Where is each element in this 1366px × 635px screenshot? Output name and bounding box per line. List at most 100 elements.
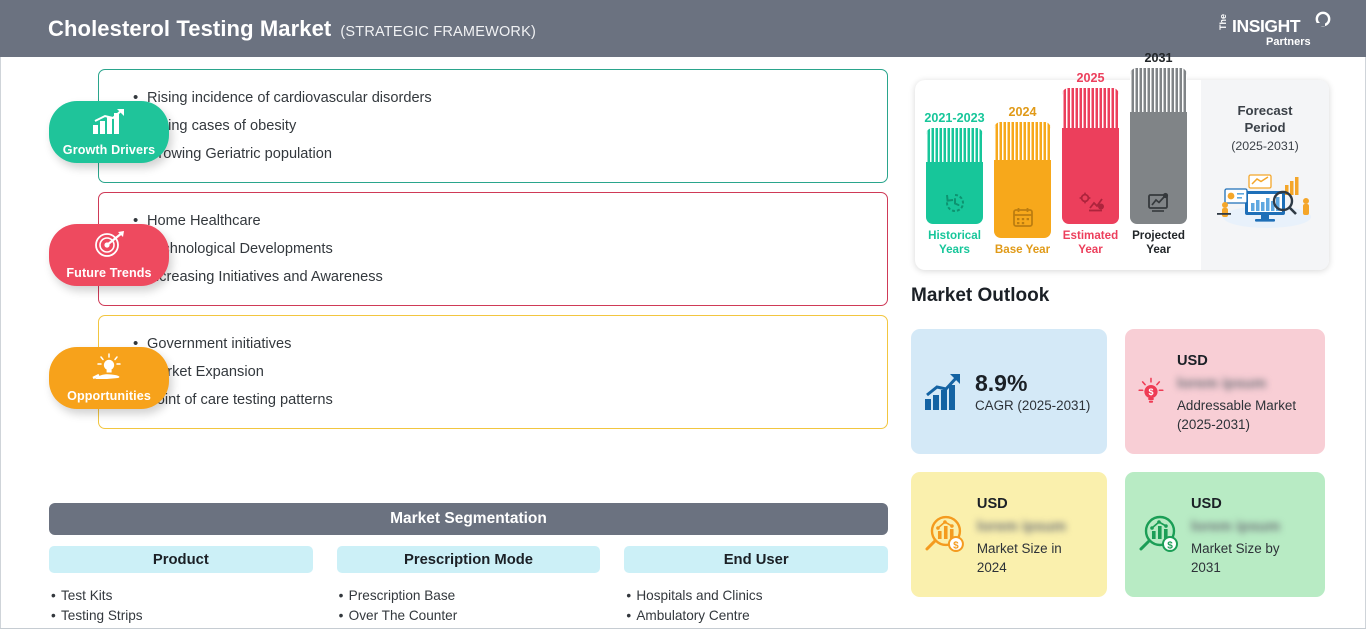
- market-outlook-cards: 8.9% CAGR (2025-2031): [911, 329, 1325, 597]
- svg-text:$: $: [1148, 387, 1153, 397]
- forecast-title-line2: Period: [1244, 120, 1286, 135]
- segmentation-title: Market Segmentation: [390, 510, 547, 527]
- list-item: Rising incidence of cardiovascular disor…: [133, 84, 887, 112]
- bar-chart-arrow-icon: [925, 373, 960, 410]
- bar-stripe-top: [1130, 68, 1187, 112]
- growth-drivers-card: Rising incidence of cardiovascular disor…: [98, 69, 888, 183]
- currency-label: USD: [1190, 496, 1222, 512]
- cagr-text: 8.9% CAGR (2025-2031): [975, 370, 1090, 415]
- forecast-gear-icon: [1079, 192, 1104, 212]
- page-title: Cholesterol Testing Market: [48, 15, 332, 41]
- market-size-2031-text: USD lorem ipsum Market Size by 2031: [1191, 494, 1313, 577]
- right-column: 2021-2023 Historical Years 2024: [901, 51, 1366, 628]
- segmentation-column-product: Product Test Kits Testing Strips: [49, 546, 313, 635]
- forecast-title-line1: Forecast: [1237, 103, 1293, 118]
- page-header: Cholesterol Testing Market (STRATEGIC FR…: [0, 0, 1366, 57]
- opportunities-card: Government initiatives Market Expansion …: [98, 315, 888, 429]
- clock-history-icon: [945, 194, 964, 212]
- list-item: Increasing Initiatives and Awareness: [133, 263, 887, 291]
- cagr-label: CAGR (2025-2031): [975, 398, 1091, 413]
- forecast-period-panel: 2021-2023 Historical Years 2024: [915, 51, 1329, 270]
- segmentation-column-prescription-mode: Prescription Mode Prescription Base Over…: [336, 546, 601, 635]
- badge-label: Growth Drivers: [62, 143, 156, 157]
- list-item: Testing Strips: [51, 606, 313, 626]
- bar-base-year: [994, 121, 1051, 238]
- page-subtitle: (STRATEGIC FRAMEWORK): [340, 23, 537, 40]
- bar-group-base-year: 2024: [991, 105, 1054, 257]
- addressable-label: Addressable Market (2025-2031): [1176, 398, 1297, 432]
- addressable-market-card[interactable]: $ USD lorem ipsum Addressable Market (20…: [1125, 329, 1325, 454]
- blurred-value: lorem ipsum: [1190, 518, 1281, 535]
- forecast-bars-chart: 2021-2023 Historical Years 2024: [915, 51, 1201, 270]
- bar-chart-growth-icon: [93, 109, 124, 134]
- bar-group-historical-years: 2021-2023 Historical Years: [923, 111, 986, 256]
- magnifier-chart-dollar-icon: $: [925, 515, 964, 552]
- list-item: Hospitals and Clinics: [626, 586, 888, 606]
- badge-label: Opportunities: [67, 389, 151, 403]
- segment-items-prescription-mode: Prescription Base Over The Counter: [337, 586, 601, 626]
- list-item: Technological Developments: [133, 235, 887, 263]
- list-item: Market Expansion: [133, 358, 887, 386]
- market-outlook-title: Market Outlook: [911, 285, 1050, 306]
- future-trends-card: Home Healthcare Technological Developmen…: [98, 192, 888, 306]
- target-dart-icon: [95, 231, 124, 257]
- growth-drivers-list: Rising incidence of cardiovascular disor…: [99, 70, 887, 182]
- list-item: Government initiatives: [133, 330, 887, 358]
- list-item: Point of care testing patterns: [133, 386, 887, 414]
- logo-insight-text: INSIGHT: [1232, 16, 1301, 36]
- content-frame: Rising incidence of cardiovascular disor…: [0, 51, 1366, 635]
- segment-pill-product[interactable]: Product: [49, 546, 313, 573]
- bar-caption: Estimated Year: [1062, 229, 1119, 256]
- currency-label: USD: [976, 496, 1008, 512]
- forecast-period-summary: Forecast Period (2025-2031): [1201, 80, 1329, 270]
- list-item: Test Kits: [51, 586, 313, 606]
- segment-pill-prescription-mode[interactable]: Prescription Mode: [336, 546, 601, 573]
- list-item: Home Healthcare: [133, 207, 887, 235]
- segment-pill-end-user[interactable]: End User: [624, 546, 889, 573]
- currency-label: USD: [1176, 353, 1208, 369]
- list-item: Over The Counter: [339, 606, 601, 626]
- bar-year-label: 2025: [1076, 71, 1105, 85]
- bar-caption: Projected Year: [1132, 229, 1185, 256]
- bottom-strip: [0, 628, 1366, 635]
- segment-items-product: Test Kits Testing Strips: [49, 586, 313, 626]
- bar-year-label: 2031: [1144, 51, 1173, 65]
- badge-future-trends[interactable]: Future Trends: [49, 224, 169, 286]
- market-size-2024-label: Market Size in 2024: [976, 541, 1062, 575]
- header-title-group: Cholesterol Testing Market (STRATEGIC FR…: [48, 16, 536, 42]
- opportunities-list: Government initiatives Market Expansion …: [99, 316, 887, 428]
- lightbulb-dollar-icon: $: [1138, 377, 1164, 403]
- bar-estimated-year: [1062, 88, 1119, 224]
- blurred-value: lorem ipsum: [1176, 375, 1267, 392]
- market-size-2031-card[interactable]: $ USD lorem ipsum Market Size by 2031: [1125, 472, 1325, 597]
- left-column: Rising incidence of cardiovascular disor…: [1, 57, 901, 635]
- bar-year-label: 2024: [1008, 104, 1037, 119]
- cagr-card[interactable]: 8.9% CAGR (2025-2031): [911, 329, 1107, 454]
- blurred-value: lorem ipsum: [976, 518, 1067, 535]
- list-item: Prescription Base: [339, 586, 601, 606]
- bar-caption: Historical Years: [928, 229, 981, 256]
- badge-label: Future Trends: [66, 266, 152, 280]
- market-size-2031-label: Market Size by 2031: [1190, 541, 1280, 575]
- segmentation-columns: Product Test Kits Testing Strips Prescri…: [49, 546, 889, 635]
- addressable-text: USD lorem ipsum Addressable Market (2025…: [1177, 351, 1313, 434]
- cagr-value: 8.9%: [975, 370, 1028, 396]
- analytics-illustration: [1217, 174, 1311, 228]
- badge-opportunities[interactable]: Opportunities: [49, 347, 169, 409]
- bar-group-estimated-year: 2025: [1059, 71, 1122, 256]
- svg-text:$: $: [953, 540, 959, 551]
- logo-partners-text: Partners: [1266, 36, 1311, 48]
- magnifier-chart-dollar-icon: $: [1139, 515, 1178, 552]
- market-size-2024-card[interactable]: $ USD lorem ipsum Market Size in 2024: [911, 472, 1107, 597]
- lightbulb-in-hand-icon: [92, 353, 121, 380]
- logo-the-text: The: [1218, 14, 1228, 30]
- bar-year-label: 2021-2023: [924, 111, 985, 125]
- bar-projected-year: [1130, 68, 1187, 224]
- market-segmentation-header: Market Segmentation: [49, 503, 888, 535]
- bar-stripe-top: [1062, 88, 1119, 128]
- future-trends-list: Home Healthcare Technological Developmen…: [99, 193, 887, 305]
- badge-growth-drivers[interactable]: Growth Drivers: [49, 101, 169, 163]
- segmentation-column-end-user: End User Hospitals and Clinics Ambulator…: [624, 546, 889, 635]
- list-item: Rising cases of obesity: [133, 112, 887, 140]
